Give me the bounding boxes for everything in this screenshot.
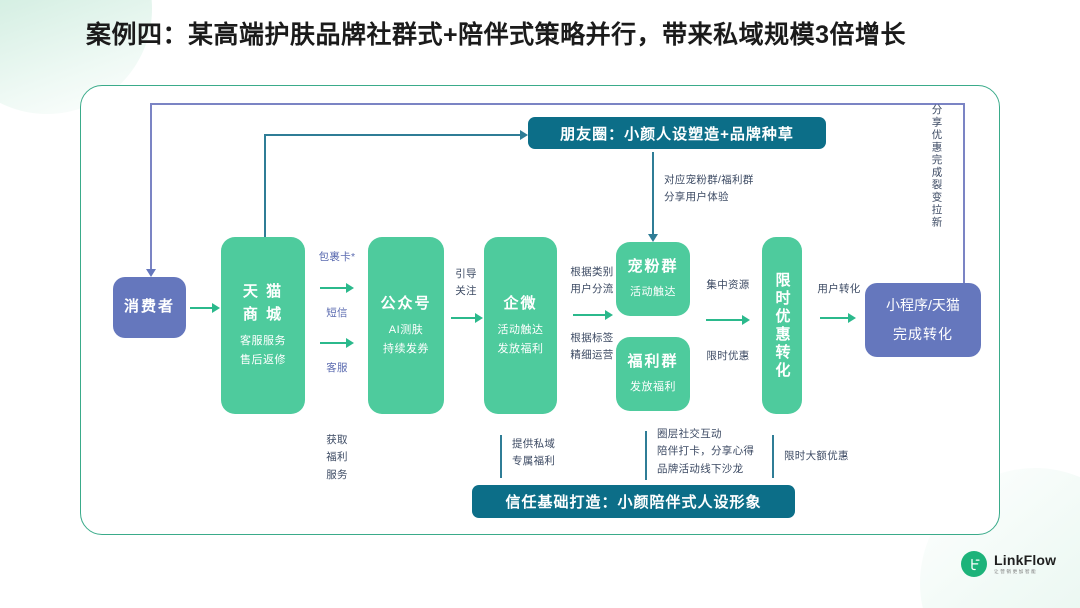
arrow-trust-to-qiwei — [496, 428, 506, 478]
label-refined-by-tag: 根据标签 精细运营 — [570, 332, 614, 362]
purple-loop-segment-right — [963, 103, 965, 285]
label-concentrate-resource: 集中资源 — [706, 279, 750, 291]
node-miniapp[interactable]: 小程序/天猫 完成转化 — [865, 283, 981, 357]
node-tmall-title: 天 猫 商 城 — [242, 283, 284, 323]
node-limited-conversion-title: 限时优惠转化 — [773, 271, 791, 380]
banner-trust[interactable]: 信任基础打造：小颜陪伴式人设形象 — [472, 485, 795, 518]
label-service: 客服 — [326, 362, 348, 374]
label-package-card: 包裹卡* — [318, 251, 356, 263]
label-get-benefit-service: 获取 福利 服务 — [326, 434, 348, 481]
node-benefit-group[interactable]: 福利群 发放福利 — [616, 337, 690, 411]
arrow-trust-to-limited — [768, 428, 778, 478]
purple-loop-segment-left — [150, 103, 152, 271]
label-sms: 短信 — [326, 307, 348, 319]
arrow-sms — [320, 338, 354, 348]
node-fans-group-sub: 活动触达 — [630, 285, 676, 298]
node-consumer-title: 消费者 — [123, 298, 175, 316]
node-tmall-sub: 客服服务 售后返修 — [240, 335, 286, 366]
arrow-groups-to-limited — [706, 315, 750, 325]
tmall-to-moments-segment-right — [264, 134, 522, 136]
banner-trust-label: 信任基础打造：小颜陪伴式人设形象 — [505, 494, 762, 511]
brand-logo: LinkFlow 让营销更加智能 — [961, 551, 1056, 577]
label-user-conversion: 用户转化 — [817, 283, 861, 295]
banner-moments-label: 朋友圈：小颜人设塑造+品牌种草 — [560, 125, 794, 143]
node-limited-conversion[interactable]: 限时优惠转化 — [762, 237, 802, 414]
page-title: 案例四：某高端护肤品牌社群式+陪伴式策略并行，带来私域规模3倍增长 — [86, 21, 907, 49]
arrow-official-to-qiwei — [451, 313, 483, 323]
arrow-consumer-to-tmall — [190, 303, 220, 313]
label-guide-follow: 引导 关注 — [455, 268, 477, 298]
label-share-fission: 分享优惠完成裂变拉新 — [930, 104, 943, 229]
lf-monogram-icon — [961, 551, 987, 577]
arrow-limited-to-miniapp — [820, 313, 856, 323]
tmall-to-moments-arrowhead — [520, 130, 528, 140]
label-provide-private-benefit: 提供私域 专属福利 — [512, 438, 556, 468]
node-miniapp-title: 小程序/天猫 — [886, 297, 960, 313]
brand-logo-name: LinkFlow — [994, 552, 1057, 569]
node-official-account-title: 公众号 — [380, 294, 432, 312]
node-official-account-sub: AI测肤 持续发券 — [383, 324, 429, 355]
purple-loop-arrowhead — [146, 269, 156, 277]
arrow-package-card — [320, 283, 354, 293]
node-qiwei-sub: 活动触达 发放福利 — [497, 324, 544, 355]
label-social-interaction: 圈层社交互动 陪伴打卡，分享心得 品牌活动线下沙龙 — [657, 428, 755, 475]
moments-to-group-arrow — [648, 152, 658, 242]
node-official-account[interactable]: 公众号 AI测肤 持续发券 — [368, 237, 444, 414]
node-benefit-group-title: 福利群 — [627, 353, 679, 371]
node-consumer[interactable]: 消费者 — [113, 277, 186, 338]
arrow-trust-to-groups — [641, 424, 651, 480]
node-fans-group[interactable]: 宠粉群 活动触达 — [616, 242, 690, 316]
node-qiwei-title: 企微 — [503, 294, 538, 312]
node-miniapp-sub: 完成转化 — [893, 326, 953, 342]
arrow-qiwei-to-groups — [573, 310, 613, 320]
tmall-to-moments-segment-up — [264, 134, 266, 240]
node-benefit-group-sub: 发放福利 — [630, 380, 676, 393]
label-moments-to-groups: 对应宠粉群/福利群 分享用户体验 — [664, 174, 754, 204]
banner-moments[interactable]: 朋友圈：小颜人设塑造+品牌种草 — [528, 117, 826, 149]
brand-logo-tagline: 让营销更加智能 — [994, 569, 1038, 575]
node-qiwei[interactable]: 企微 活动触达 发放福利 — [484, 237, 557, 414]
label-split-by-category: 根据类别 用户分流 — [570, 266, 614, 296]
node-fans-group-title: 宠粉群 — [627, 258, 679, 276]
node-tmall[interactable]: 天 猫 商 城 客服服务 售后返修 — [221, 237, 305, 414]
purple-loop-segment-top — [150, 103, 964, 105]
label-limited-offer: 限时优惠 — [706, 350, 750, 362]
label-big-limited-offer: 限时大额优惠 — [784, 450, 849, 462]
